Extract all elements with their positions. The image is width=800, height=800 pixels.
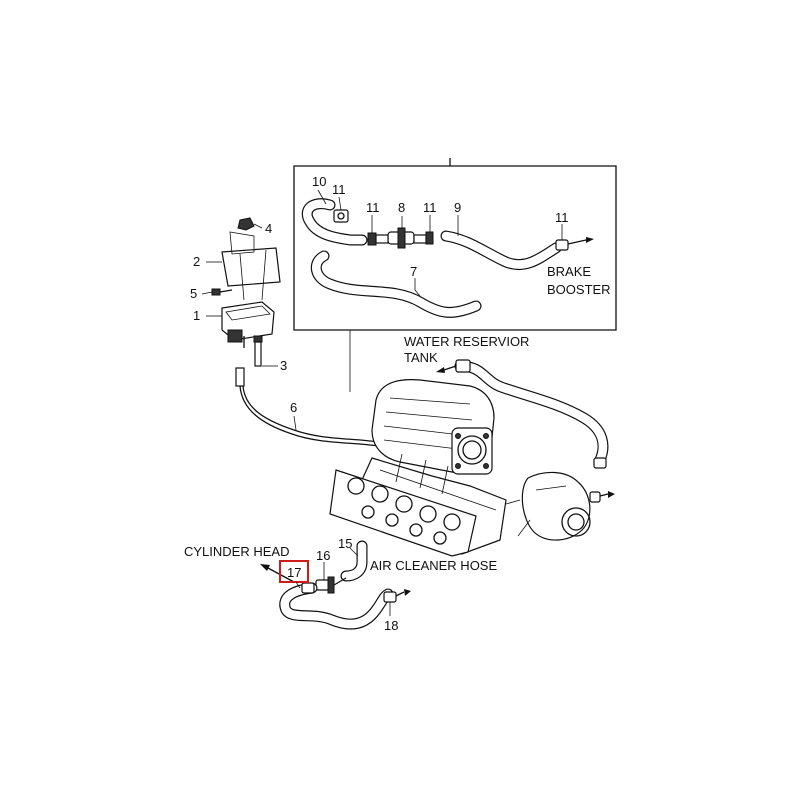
- callout-11-b: 11: [366, 200, 380, 215]
- callout-17-highlight: [279, 560, 309, 589]
- callout-9: 9: [454, 200, 461, 215]
- hose-7: [310, 250, 482, 318]
- pcv-valve-16: [315, 576, 347, 594]
- callout-3: 3: [280, 358, 287, 373]
- bracket-2: [221, 231, 281, 301]
- clamp-11-a: [333, 209, 349, 223]
- callout-1: 1: [193, 308, 200, 323]
- hose-17: [279, 582, 394, 630]
- check-valve-8: [387, 222, 415, 249]
- hose-10: [301, 198, 368, 246]
- label-booster: BOOSTER: [547, 282, 611, 297]
- thermostat-housing: [505, 471, 615, 541]
- clamp-18: [383, 589, 411, 603]
- clamp-11-c: [413, 231, 434, 245]
- hose-9: [440, 230, 562, 271]
- callout-16: 16: [316, 548, 330, 563]
- label-tank: TANK: [404, 350, 438, 365]
- bolt-3: [253, 335, 263, 367]
- callout-2: 2: [193, 254, 200, 269]
- intake-manifold: [329, 379, 507, 557]
- callout-6: 6: [290, 400, 297, 415]
- label-air-cleaner-hose: AIR CLEANER HOSE: [370, 558, 497, 573]
- callout-17: 17: [287, 565, 301, 580]
- callout-10: 10: [312, 174, 326, 189]
- callout-7: 7: [410, 264, 417, 279]
- detail-box: [293, 158, 617, 392]
- callout-15: 15: [338, 536, 352, 551]
- vacuum-line-6: [235, 367, 379, 447]
- clamp-11-b: [367, 232, 389, 246]
- nut-4: [237, 217, 255, 231]
- hose-15: [340, 540, 368, 582]
- bolt-5: [211, 288, 233, 296]
- callout-11-a: 11: [332, 182, 346, 197]
- detail-leaders: [317, 189, 563, 297]
- label-cylinder-head: CYLINDER HEAD: [184, 544, 289, 559]
- callout-5: 5: [190, 286, 197, 301]
- callout-4: 4: [265, 221, 272, 236]
- label-brake: BRAKE: [547, 264, 591, 279]
- callout-11-c: 11: [423, 200, 437, 215]
- callout-8: 8: [398, 200, 405, 215]
- water-hose: [436, 359, 609, 469]
- label-water-reservior: WATER RESERVIOR: [404, 334, 529, 349]
- sensor-1: [221, 301, 275, 348]
- callout-18: 18: [384, 618, 398, 633]
- callout-11-d: 11: [555, 210, 569, 225]
